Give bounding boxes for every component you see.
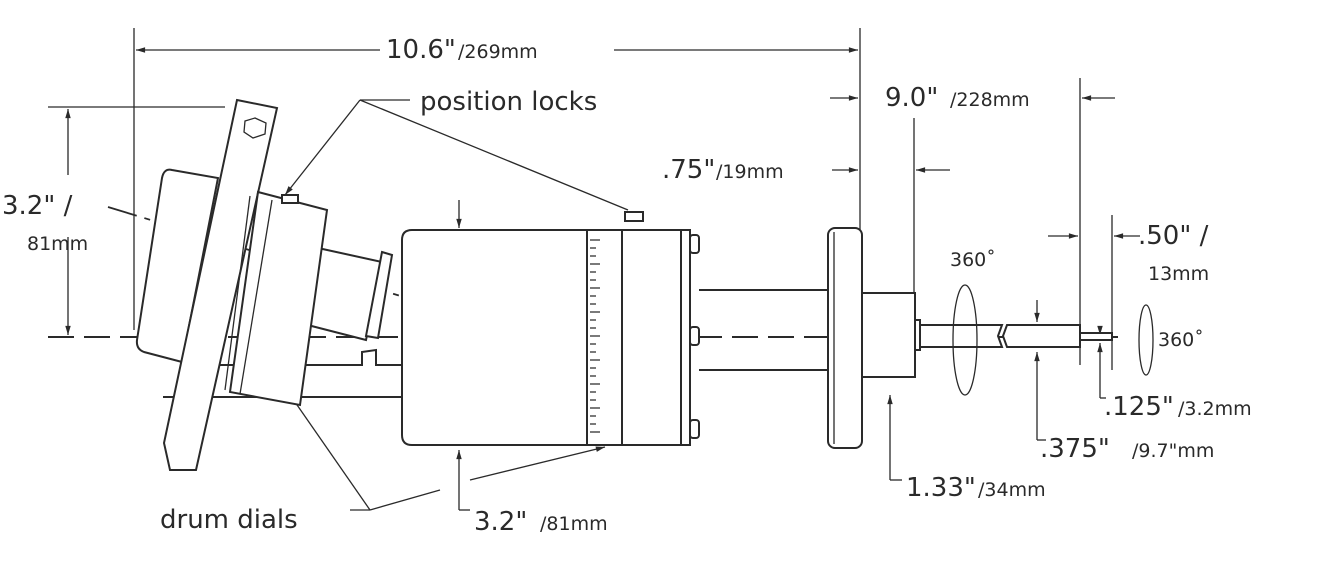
block-diameter-mm: /34mm (978, 479, 1046, 501)
height-mm: 81mm (27, 233, 88, 255)
coupling (364, 250, 394, 340)
tilted-head-assembly (135, 98, 402, 471)
back-housing (135, 168, 220, 364)
body-diameter-mm: /81mm (540, 513, 608, 535)
flange-offset-label: .75" (662, 155, 715, 185)
rotation-arrow-icon (1138, 304, 1154, 376)
shaft-rotation-label: 360˚ (950, 249, 996, 271)
height-label: 3.2" / (2, 191, 73, 221)
drum-dial-scale (590, 239, 600, 433)
flange (827, 227, 863, 449)
rod-diameter-label: .375" (1040, 434, 1110, 464)
tip-diameter-label: .125" (1104, 392, 1174, 422)
main-body (401, 211, 1154, 449)
insertion-length-label: 9.0" (885, 83, 938, 113)
tip-length-mm: 13mm (1148, 263, 1209, 285)
block (861, 292, 916, 378)
body-diameter-label: 3.2" (474, 507, 527, 537)
position-lock-knob-right (624, 211, 644, 222)
drum-dials-label: drum dials (160, 505, 298, 535)
block-diameter-label: 1.33" (906, 473, 976, 503)
dimension-lines (65, 47, 1140, 511)
overall-length-mm: /269mm (458, 41, 538, 63)
tilted-drum-dial (228, 190, 329, 407)
position-lock-knob-left (281, 194, 299, 204)
tip-length-label: .50" / (1138, 221, 1209, 251)
rod-diameter-mm: /9.7"mm (1132, 440, 1214, 462)
hex-bolt-icon (243, 117, 267, 139)
probe-tip (1079, 332, 1113, 341)
insertion-length-mm: /228mm (950, 89, 1030, 111)
overall-length-label: 10.6" (386, 35, 456, 65)
extension-lines (48, 28, 1113, 370)
rod (919, 324, 1004, 348)
leader-lines (244, 99, 629, 511)
rotation-arrow-icon (952, 284, 978, 396)
tip-diameter-mm: /3.2mm (1178, 398, 1252, 420)
flange-offset-mm: /19mm (716, 161, 784, 183)
mounting-plate (162, 98, 279, 471)
tip-rotation-label: 360˚ (1158, 329, 1204, 351)
position-locks-label: position locks (420, 87, 597, 117)
